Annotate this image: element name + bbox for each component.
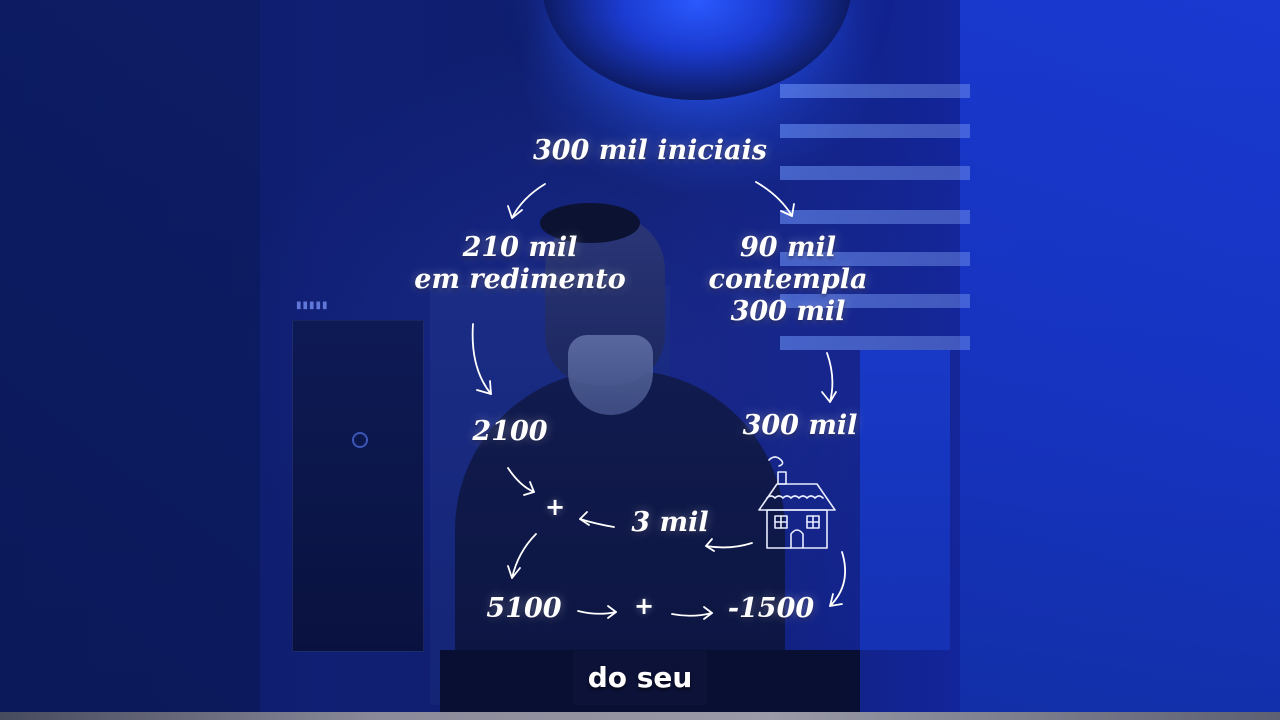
right-wall: [960, 0, 1280, 720]
left-branch-label: 210 mil em redimento: [414, 232, 626, 295]
wall-shelf: [780, 252, 970, 266]
right-branch-label: 90 mil contempla 300 mil: [708, 232, 868, 327]
arrow-left-to-income: [471, 323, 492, 395]
arrow-initial-to-left: [511, 183, 546, 219]
wall-shelf: [780, 166, 970, 180]
wall-shelf: [780, 336, 970, 350]
rent-value: 3 mil: [631, 507, 709, 538]
arrow-plus-to-expense: [671, 612, 713, 617]
fridge-knob: [352, 432, 368, 448]
wall-shelf: [780, 84, 970, 98]
left-income-value: 2100: [472, 416, 548, 447]
plus-sign-top: +: [545, 493, 566, 521]
right-value: 300 mil: [742, 410, 858, 441]
video-progress-bar[interactable]: [0, 712, 1280, 720]
arrow-house-to-expense: [829, 551, 846, 607]
arrowhead: [705, 538, 715, 552]
arrow-income-to-plus: [507, 467, 535, 493]
wine-fridge: [292, 320, 424, 652]
arrow-right-to-value: [826, 352, 834, 403]
right-panel: [860, 350, 950, 650]
wall-shelf: [780, 124, 970, 138]
subtitle-caption: do seu: [573, 651, 707, 705]
left-wall: [0, 0, 260, 720]
arrowhead: [507, 205, 523, 219]
arrow-result-to-plus: [577, 610, 617, 615]
initial-amount: 300 mil iniciais: [532, 135, 768, 166]
house-icon: [758, 456, 836, 549]
arrow-initial-to-right: [755, 181, 793, 217]
person-hair: [540, 203, 640, 243]
wall-shelf: [780, 210, 970, 224]
arrowhead: [523, 481, 535, 496]
arrowhead: [607, 605, 617, 619]
arrowhead: [829, 593, 843, 607]
arrowhead: [821, 391, 837, 403]
arrow-house-to-rent: [705, 542, 753, 549]
arrowhead: [476, 380, 492, 395]
plus-sign-bottom: +: [634, 592, 655, 620]
fridge-buttons: ▮▮▮▮▮: [296, 300, 329, 311]
arrow-plus-to-result: [511, 533, 537, 579]
expense-value: -1500: [727, 593, 815, 624]
wall-shelf: [780, 294, 970, 308]
arrowhead: [579, 511, 590, 526]
arrowhead: [507, 565, 521, 579]
arrowhead: [780, 203, 795, 217]
arrowhead: [703, 606, 713, 620]
sum-result-value: 5100: [486, 593, 562, 624]
person-beard: [568, 335, 653, 415]
